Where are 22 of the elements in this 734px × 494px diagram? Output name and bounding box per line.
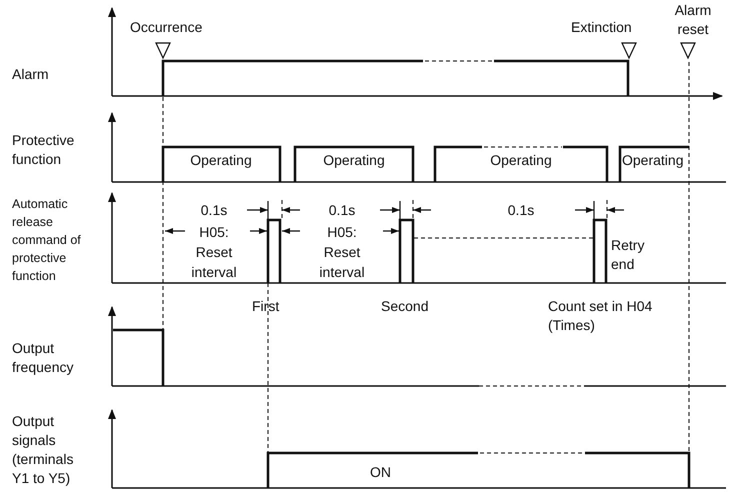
state-label: ON (370, 463, 392, 482)
interval-label: H05: Reset interval (318, 223, 366, 282)
time-label: 0.1s (328, 201, 356, 220)
count-label: Count set in H04 (Times) (548, 297, 654, 335)
count-label: Second (381, 297, 430, 316)
state-label: Operating (189, 151, 253, 170)
state-label: Operating (622, 151, 684, 170)
event-label: Alarm reset (674, 1, 712, 39)
state-label: Operating (322, 151, 386, 170)
row-label: Output frequency (12, 339, 74, 377)
row-label: Automatic release command of protective function (12, 196, 82, 285)
time-label: 0.1s (200, 201, 228, 220)
retry-end-label: Retry end (611, 236, 646, 274)
row-label: Protective function (12, 131, 76, 169)
state-label: Operating (489, 151, 553, 170)
count-label: First (252, 297, 280, 316)
interval-label: H05: Reset interval (190, 223, 238, 282)
event-label: Extinction (571, 18, 633, 37)
event-label: Occurrence (130, 18, 204, 37)
row-label: Alarm (12, 65, 50, 84)
time-label: 0.1s (506, 201, 536, 220)
row-label: Output signals (terminals Y1 to Y5) (12, 412, 74, 488)
